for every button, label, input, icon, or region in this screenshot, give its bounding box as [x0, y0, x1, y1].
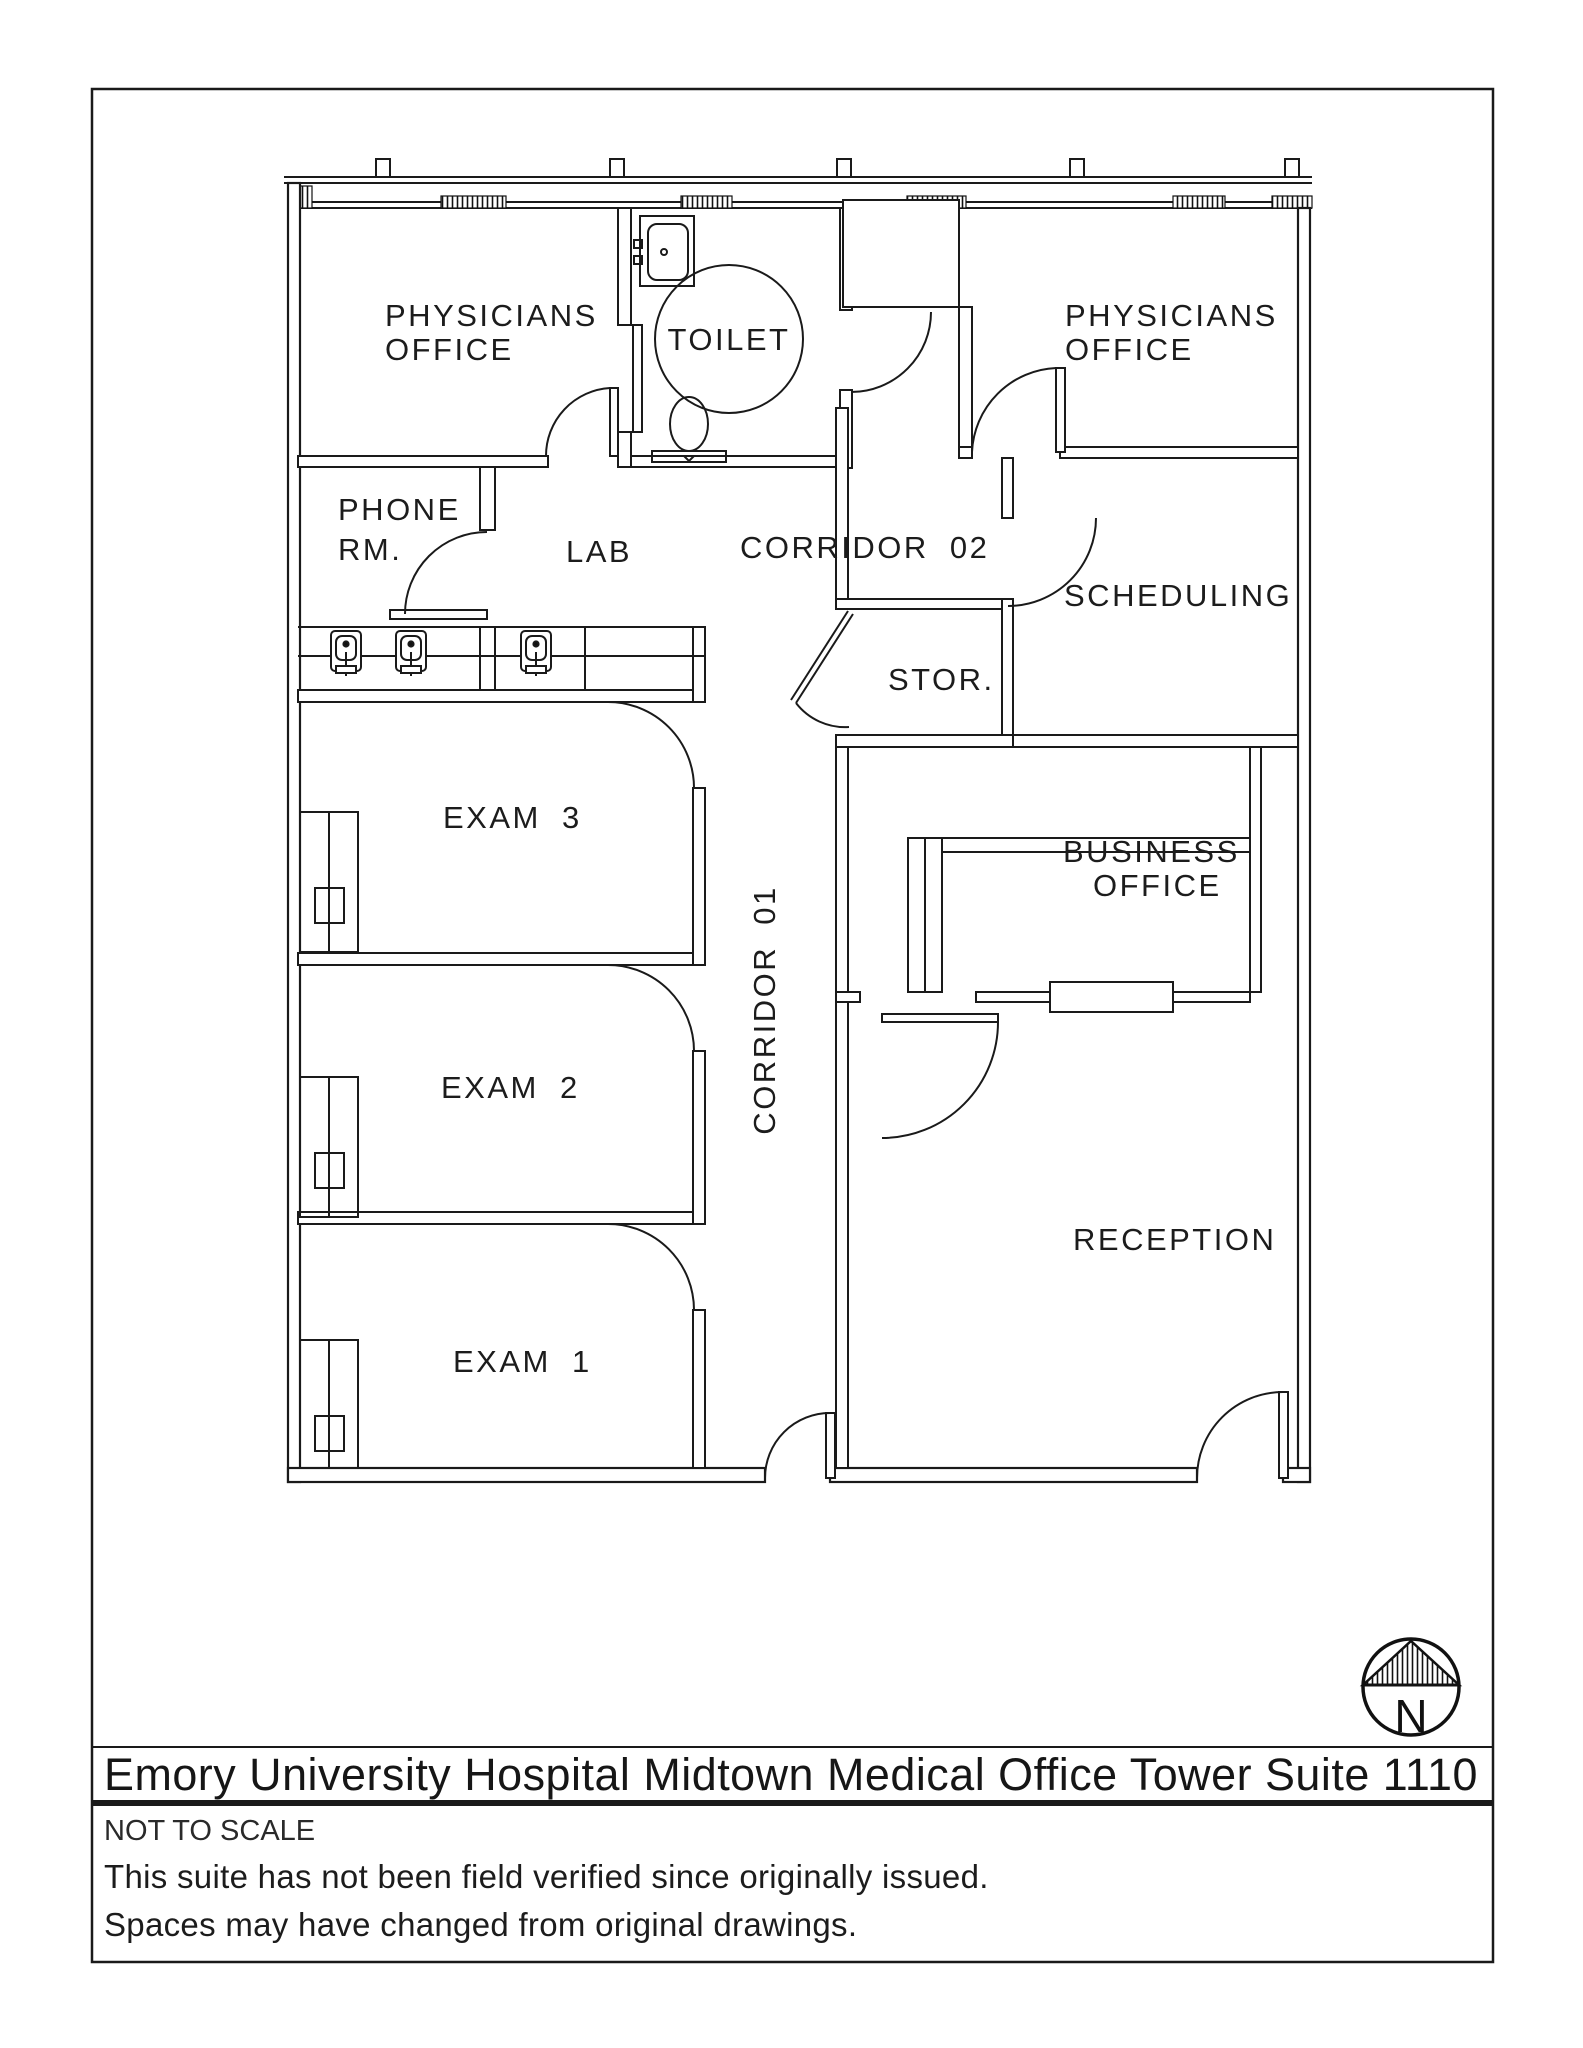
turning-circle — [654, 264, 804, 414]
sink-icon — [520, 630, 552, 676]
north-arrow-label: N — [1394, 1690, 1427, 1742]
lab-counter — [298, 626, 705, 690]
room-label-business-office: BUSINESS — [1063, 834, 1240, 869]
disclaimer-line-2: Spaces may have changed from original dr… — [104, 1906, 857, 1943]
disclaimer-line-1: This suite has not been field verified s… — [104, 1858, 989, 1895]
window-wall — [284, 176, 1312, 209]
north-arrow-icon: N — [1359, 1637, 1463, 1742]
room-label-corridor-02: CORRIDOR 02 — [740, 530, 989, 565]
window-column-stubs — [375, 158, 1300, 178]
room-labels: PHYSICIANS OFFICE TOILET PHYSICIANS OFFI… — [338, 298, 1292, 1379]
room-label-phone-rm-b: RM. — [338, 532, 402, 567]
sink-icon — [395, 630, 427, 676]
room-label-reception: RECEPTION — [1073, 1222, 1276, 1257]
scale-note: NOT TO SCALE — [104, 1815, 315, 1847]
business-office-counter — [907, 837, 1251, 993]
room-label-exam-3: EXAM 3 — [443, 800, 582, 835]
toilet-fixtures — [632, 215, 804, 463]
window-mullion-hatches — [287, 185, 1313, 209]
room-label-lab: LAB — [566, 534, 632, 569]
room-label-business-office-b: OFFICE — [1093, 868, 1222, 903]
room-label-scheduling: SCHEDULING — [1064, 578, 1292, 613]
room-label-exam-2: EXAM 2 — [441, 1070, 580, 1105]
exam-table-icon — [299, 811, 359, 953]
room-label-toilet: TOILET — [668, 322, 791, 357]
room-label-physicians-office-2: PHYSICIANS — [1065, 298, 1278, 333]
interior-walls — [297, 199, 1299, 1469]
toilet-icon — [669, 396, 709, 452]
room-label-physicians-office-1b: OFFICE — [385, 332, 514, 367]
exam-table-icon — [299, 1339, 359, 1469]
sink-icon — [330, 630, 362, 676]
transaction-window — [1049, 981, 1174, 1013]
room-label-exam-1: EXAM 1 — [453, 1344, 592, 1379]
lab-sinks — [330, 630, 552, 676]
exterior-walls — [286, 181, 1312, 1484]
exam-tables — [299, 811, 359, 1469]
sheet-title: Emory University Hospital Midtown Medica… — [104, 1749, 1478, 1800]
doors — [389, 311, 1289, 1479]
exam-table-icon — [299, 1076, 359, 1218]
room-label-storage: STOR. — [888, 662, 995, 697]
sink-cabinet-icon — [639, 215, 695, 287]
room-label-physicians-office-1: PHYSICIANS — [385, 298, 598, 333]
sheet-border — [90, 87, 1495, 1964]
room-label-phone-rm: PHONE — [338, 492, 461, 527]
room-label-physicians-office-2b: OFFICE — [1065, 332, 1194, 367]
room-label-corridor-01: CORRIDOR 01 — [747, 885, 782, 1134]
sink-basin-icon — [647, 223, 689, 281]
toilet-door-leaf — [632, 324, 643, 433]
